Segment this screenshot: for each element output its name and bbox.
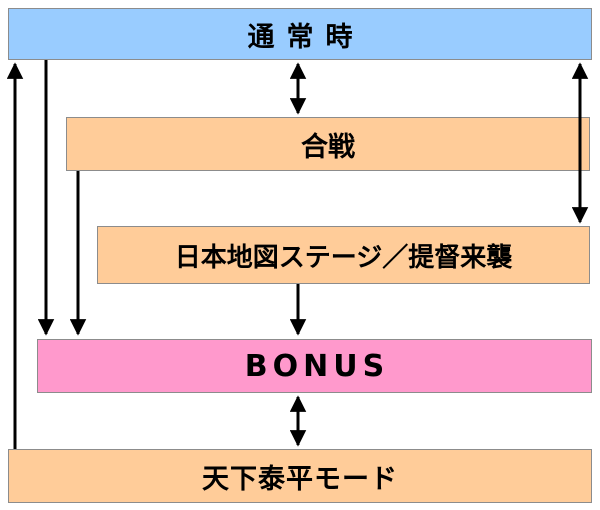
node-gassen: 合戦 <box>66 117 590 171</box>
node-stage: 日本地図ステージ／提督来襲 <box>97 226 590 284</box>
node-normal: 通常時 <box>8 8 592 60</box>
node-bonus: BONUS <box>37 339 592 393</box>
node-tenka: 天下泰平モード <box>8 449 592 503</box>
